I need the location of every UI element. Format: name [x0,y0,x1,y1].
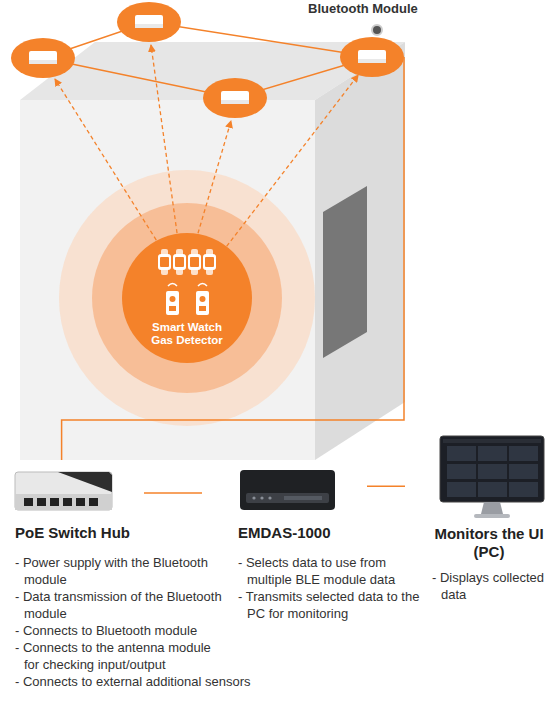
icon-slot [238,462,335,524]
icon-slot [441,434,545,525]
bluetooth-module: Bluetooth Module [340,37,404,77]
item-heading: EMDAS-1000 [238,524,426,542]
signal-ring-inner [92,203,282,393]
monitor-icon [440,436,544,518]
signal-arrow [227,75,359,246]
bullet-list: - Displays collected data [432,569,546,603]
poe-switch-node: PoE Switch Hub- Power supply with the Bl… [15,462,285,690]
gas-detector-circle: Smart Watch Gas Detector [122,233,252,363]
emdas-node: EMDAS-1000 - Selects data to use from mul… [238,462,426,622]
bullet-text: - Connects to the antenna module for che… [15,639,285,673]
cube-front [20,100,315,460]
bullet-text: - Selects data to use from multiple BLE … [238,554,426,588]
module-ellipse [340,37,404,77]
detector-label: Smart Watch Gas Detector [122,321,252,347]
signal-arrow [55,45,231,246]
connector-line [367,486,405,488]
module-ellipse [117,2,181,42]
module-ellipse [203,78,267,118]
module-label: Bluetooth Module [308,1,418,16]
bullet-text: - Transmits selected data to the PC for … [238,588,426,622]
connector-line [62,57,404,460]
sensor-dot [372,25,382,35]
module-link [43,22,372,98]
cube-side [315,42,405,460]
connector-line [144,492,202,494]
bullet-list: - Power supply with the Bluetooth module… [15,554,285,690]
bullet-text: - Displays collected data [432,569,546,603]
module-ellipse [11,38,75,78]
cube-door [323,186,367,358]
bullet-text: - Connects to Bluetooth module [15,622,285,639]
bullet-list: - Selects data to use from multiple BLE … [238,554,426,622]
emdas-icon [240,470,335,510]
poe-switch-icon [15,472,112,510]
item-heading: Monitors the UI (PC) [432,525,546,561]
pc-node: Monitors the UI (PC) - Displays collected… [432,434,546,603]
icon-slot [15,462,112,524]
signal-ring-outer [59,170,315,426]
bullet-text: - Connects to external additional sensor… [15,673,285,690]
